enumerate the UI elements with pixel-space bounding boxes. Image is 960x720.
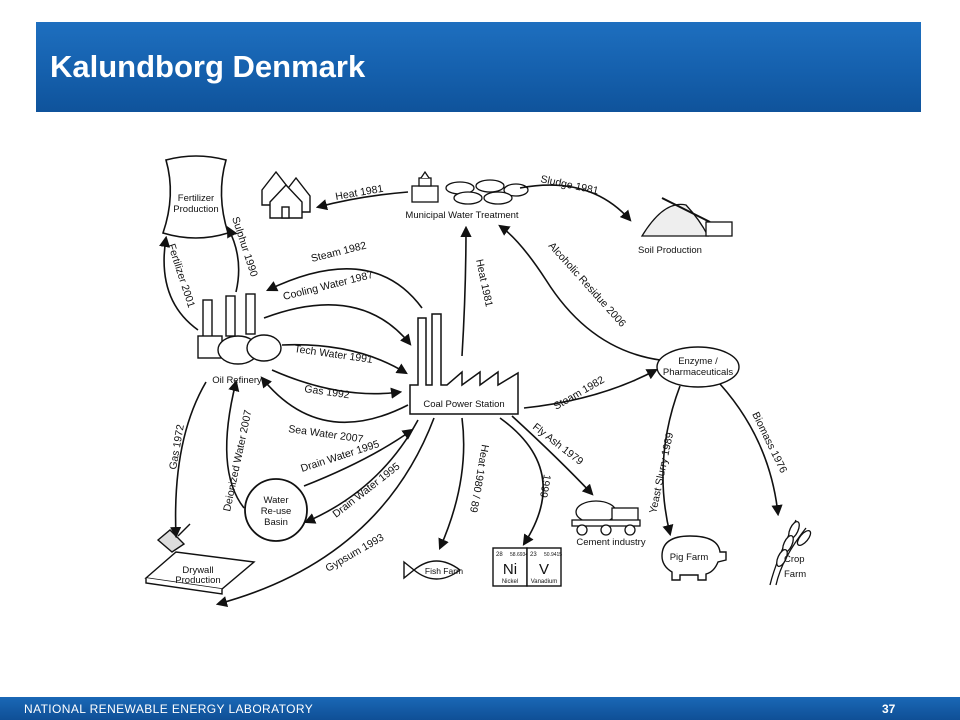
- flow-biomass: [719, 383, 783, 517]
- vanadium-number: 23: [530, 552, 537, 558]
- crop-label-line1: Crop: [784, 554, 805, 565]
- drywall-icon: [144, 523, 256, 595]
- flow-label-sulphur: Sulphur 1990: [229, 215, 260, 278]
- water-reuse-basin-node: Water Re-use Basin: [244, 478, 308, 542]
- flow-label-gypsum: Gypsum 1993: [324, 531, 387, 574]
- flow-label-fertilizer: Fertilizer 2001: [165, 242, 197, 309]
- fertilizer-production-node: Fertilizer Production: [161, 155, 230, 239]
- flow-fertilizer: [159, 235, 199, 331]
- cement-label: Cement industry: [576, 537, 645, 548]
- vanadium-tile: 23 50.9415 V Vanadium: [526, 547, 562, 587]
- water-treatment-plant-icon: [411, 170, 529, 205]
- vanadium-symbol: V: [539, 561, 549, 578]
- flow-label-yeast-slurry: Yeast Slurry 1989: [647, 431, 676, 514]
- flow-label-cooling-water: Cooling Water 1987: [282, 269, 375, 303]
- title-bar: Kalundborg Denmark: [36, 22, 921, 112]
- flow-steam-enzyme: [523, 368, 658, 409]
- flow-label-heat-fish: Heat 1980 / 89: [467, 443, 491, 513]
- flow-label-tech-water: Tech Water 1991: [294, 343, 374, 366]
- flow-tech-water: [281, 343, 408, 375]
- drywall-production-node: Drywall Production: [144, 523, 256, 595]
- flow-alcoholic-residue: [498, 224, 661, 361]
- flow-label-biomass: Biomass 1976: [749, 410, 789, 475]
- soil-pile-icon: [640, 197, 733, 237]
- municipal-water-treatment-node: Municipal Water Treatment: [405, 170, 529, 221]
- soil-label: Soil Production: [638, 245, 702, 256]
- nickel-name: Nickel: [502, 579, 518, 585]
- flow-label-sea-water: Sea Water 2007: [288, 423, 365, 445]
- flow-gas-1992: [271, 369, 403, 399]
- footer-org-name: NATIONAL RENEWABLE ENERGY LABORATORY: [24, 702, 314, 716]
- flow-label-fly-ash: Fly Ash 1979: [530, 421, 585, 468]
- vanadium-mass: 50.9415: [544, 552, 562, 558]
- flow-drain-water-b: [303, 419, 419, 524]
- flow-label-gas-1992: Gas 1992: [304, 383, 351, 401]
- coal-power-label: Coal Power Station: [423, 399, 504, 410]
- flow-label-steam-refinery: Steam 1982: [310, 240, 368, 265]
- flow-steam-refinery: [265, 268, 423, 309]
- flow-fly-ash: [511, 415, 594, 496]
- flow-label-1999: 1999: [537, 473, 553, 498]
- element-tiles: 28 58.6934 Ni Nickel 23 50.9415 V Vanadi…: [492, 547, 562, 587]
- fish-icon: [403, 560, 462, 580]
- cement-industry-node: Cement industry: [571, 500, 646, 548]
- municipal-label: Municipal Water Treatment: [405, 210, 519, 221]
- oil-refinery-label: Oil Refinery: [212, 375, 262, 386]
- enzyme-node-ellipse: [656, 346, 740, 388]
- cement-truck-icon: [571, 500, 641, 536]
- nickel-number: 28: [496, 552, 503, 558]
- fish-farm-node: Fish Farm: [403, 560, 463, 580]
- fertilizer-label-line2: Production: [173, 204, 218, 215]
- refinery-icon: [197, 293, 282, 365]
- flow-label-sludge: Sludge 1981: [539, 173, 599, 197]
- houses-icon: [261, 170, 311, 219]
- drywall-label-line1: Drywall: [182, 565, 213, 576]
- soil-production-node: Soil Production: [638, 197, 733, 256]
- flow-label-alcoholic-residue: Alcoholic Residue 2006: [546, 240, 628, 330]
- flow-heat-municipal-to-homes: [315, 191, 409, 211]
- fertilizer-label-line1: Fertilizer: [178, 193, 214, 204]
- flow-deionized-water: [225, 379, 245, 509]
- pig-farm-label: Pig Farm: [670, 552, 709, 563]
- flow-gypsum: [215, 417, 435, 608]
- nickel-mass: 58.6934: [510, 552, 528, 558]
- flow-cooling-water: [263, 303, 412, 346]
- flow-heat-power-to-municipal: [460, 225, 472, 357]
- flow-sludge: [519, 184, 632, 222]
- flow-year-1999: [499, 417, 544, 546]
- coal-power-station-node: Coal Power Station: [409, 313, 519, 415]
- footer-bar: NATIONAL RENEWABLE ENERGY LABORATORY 37: [0, 697, 960, 720]
- flow-yeast-slurry: [662, 385, 681, 537]
- enzyme-label-line2: Pharmaceuticals: [663, 367, 733, 378]
- flow-drain-water-a: [303, 428, 414, 487]
- flow-gas-1972: [170, 381, 207, 539]
- flow-label-gas-1972: Gas 1972: [167, 423, 187, 470]
- drywall-label-line2: Production: [175, 575, 220, 586]
- enzyme-label-line1: Enzyme /: [678, 356, 718, 367]
- nickel-tile: 28 58.6934 Ni Nickel: [492, 547, 528, 587]
- flow-label-heat-1981-municipal: Heat 1981: [473, 258, 495, 308]
- vanadium-name: Vanadium: [531, 579, 558, 585]
- pig-farm-node: Pig Farm: [661, 535, 727, 581]
- basin-label-line3: Basin: [264, 517, 288, 528]
- power-station-icon: [409, 313, 519, 415]
- flow-heat-fish: [438, 417, 465, 551]
- basin-circle: [244, 478, 308, 542]
- slide-title: Kalundborg Denmark: [50, 49, 366, 84]
- basin-label-line2: Re-use: [261, 506, 292, 517]
- pig-icon: [661, 535, 727, 581]
- crop-farm-node: Crop Farm: [769, 519, 812, 586]
- oil-refinery-node: Oil Refinery: [197, 293, 282, 386]
- fish-farm-label: Fish Farm: [425, 566, 463, 576]
- flow-sea-water: [260, 376, 409, 424]
- page-number: 37: [882, 702, 896, 716]
- wheat-icon: [769, 519, 812, 586]
- nickel-symbol: Ni: [503, 561, 517, 578]
- enzyme-pharma-node: Enzyme / Pharmaceuticals: [656, 346, 740, 388]
- flow-label-heat-1981-homes: Heat 1981: [334, 183, 384, 203]
- flow-sulphur: [226, 226, 240, 293]
- basin-label-line1: Water: [264, 495, 289, 506]
- crop-label-line2: Farm: [784, 569, 806, 580]
